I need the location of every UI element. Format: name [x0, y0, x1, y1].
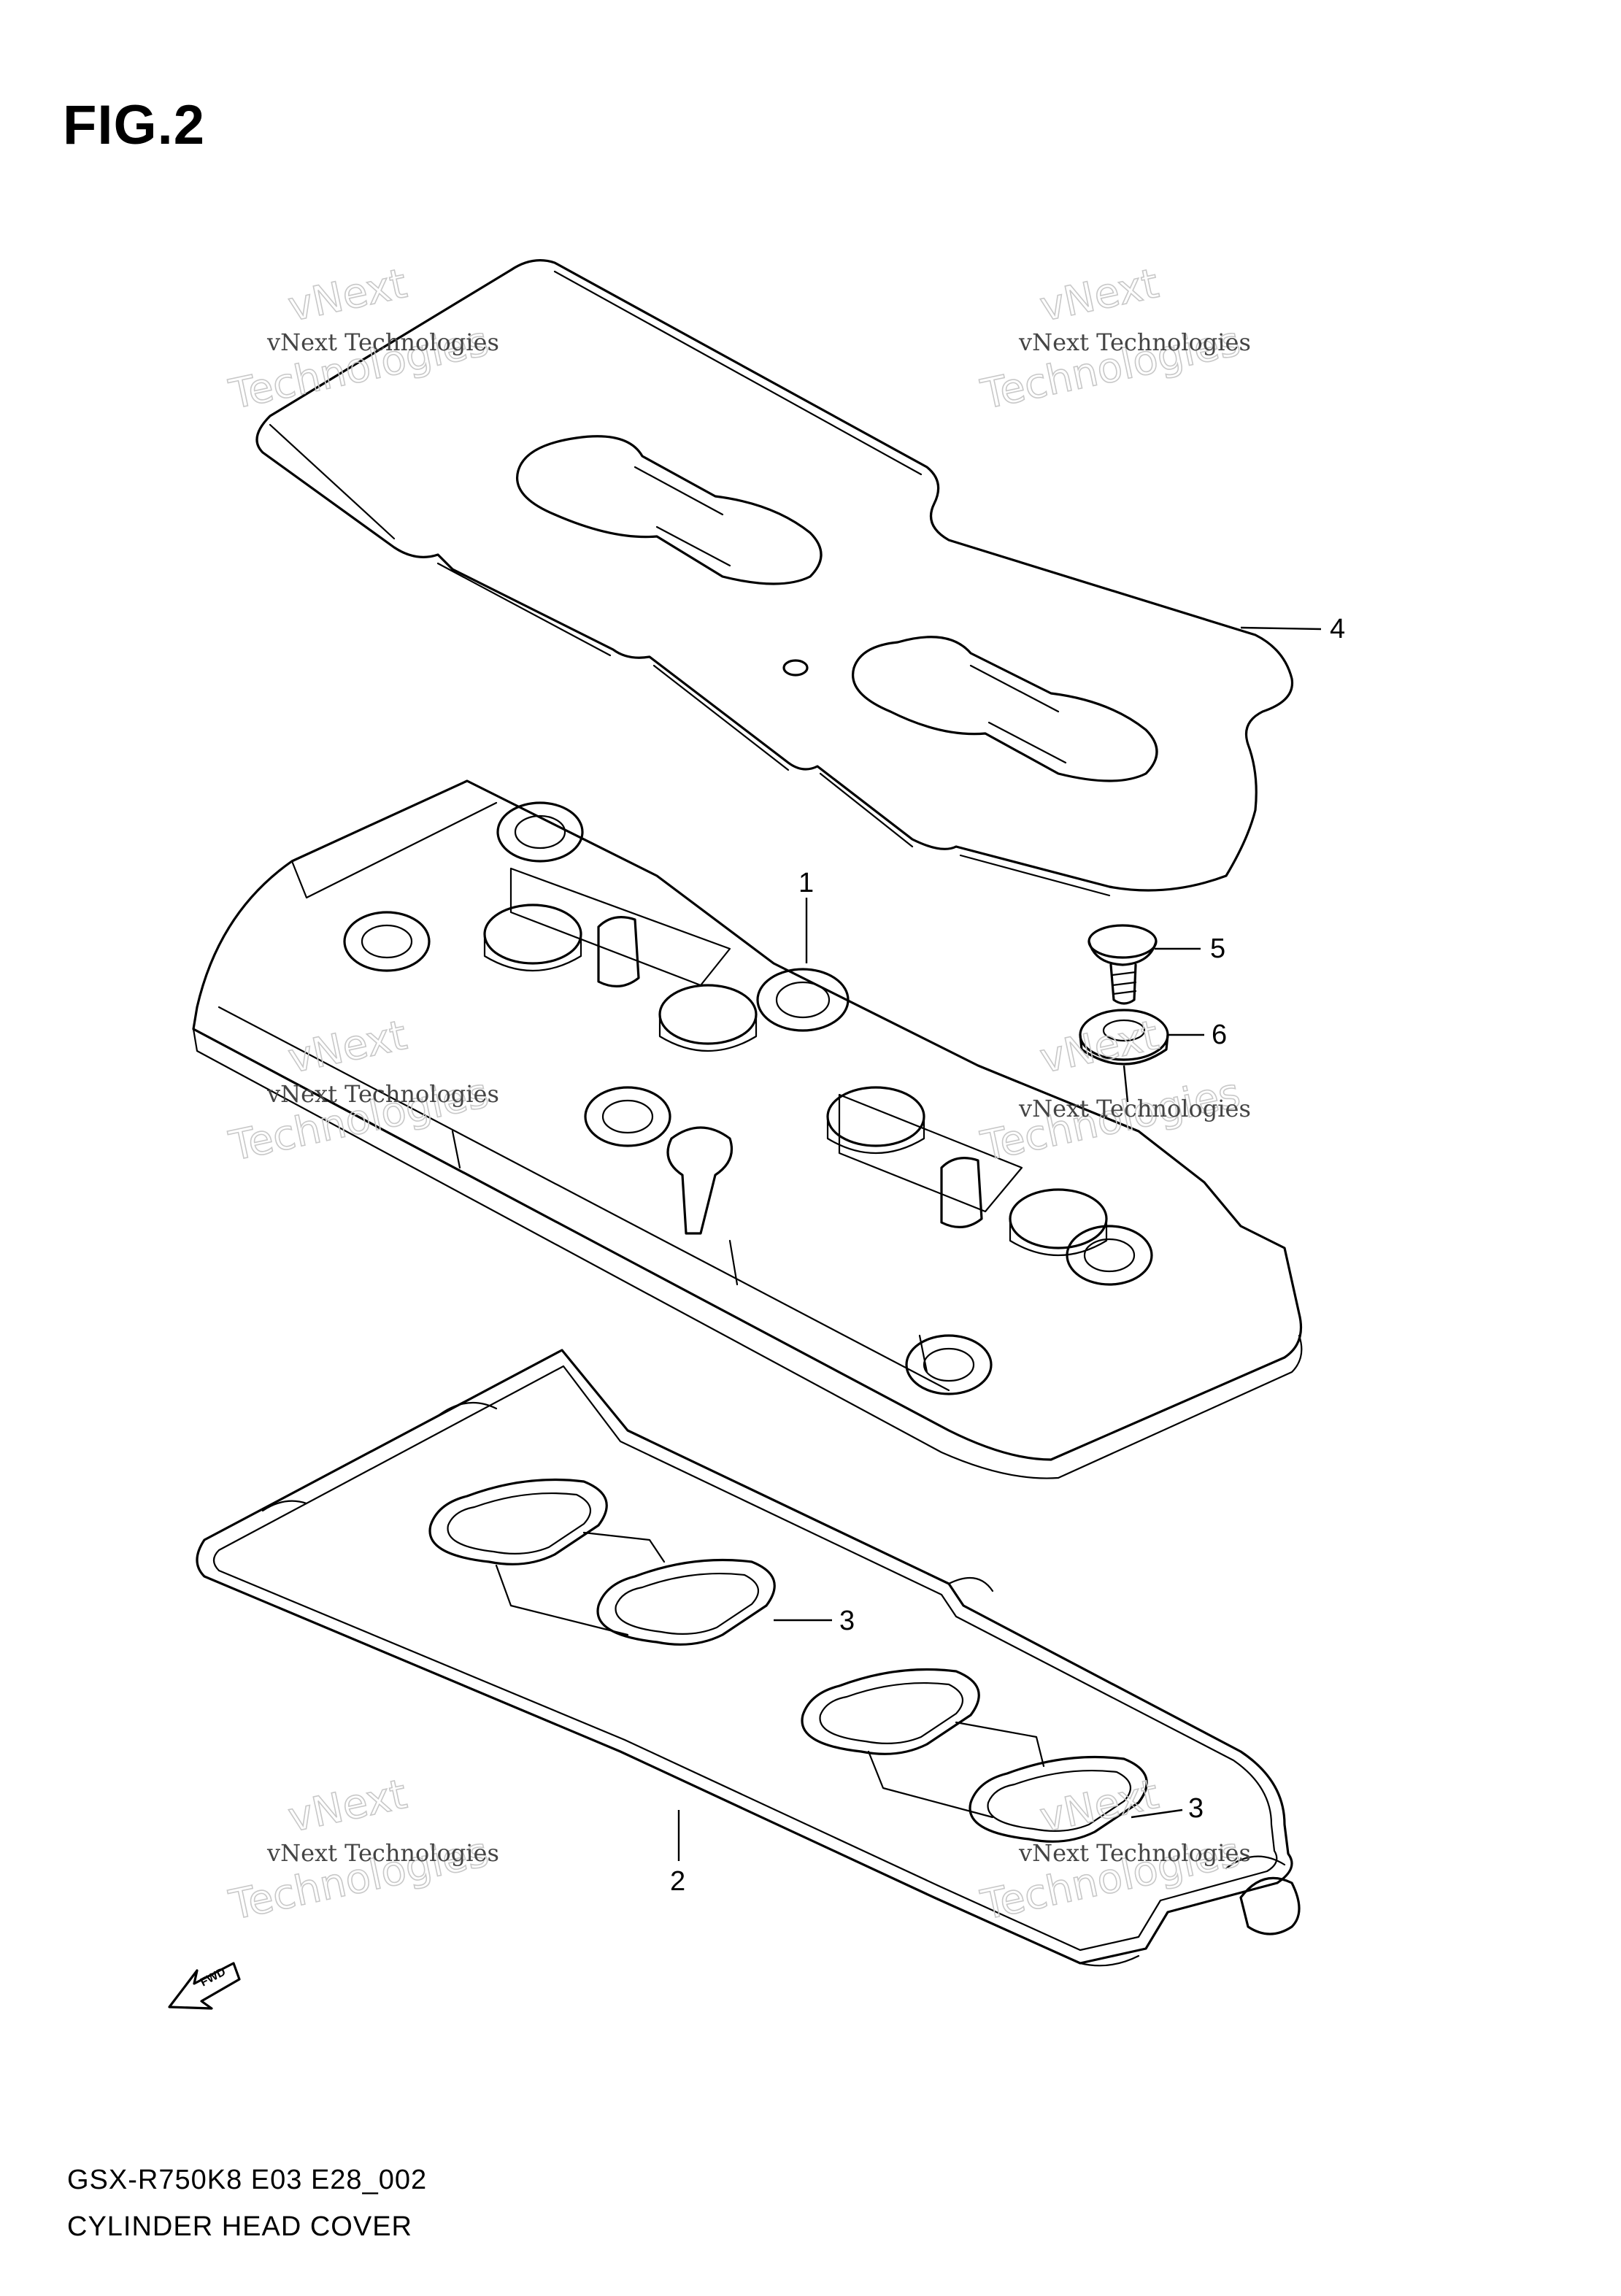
watermark-bottom-right: vNext Technologies vNext Technologies [977, 1770, 1251, 1930]
callout-4: 4 [1330, 614, 1345, 644]
leader-lines [677, 626, 1322, 1861]
svg-text:vNext: vNext [284, 1012, 411, 1083]
part-2-cover-gasket [196, 1349, 1301, 1967]
svg-text:vNext Technologies: vNext Technologies [266, 1080, 499, 1108]
part-3-plug-seals [428, 1478, 1148, 1843]
svg-text:vNext: vNext [284, 260, 411, 331]
part-1-head-cover [192, 779, 1303, 1479]
part-5-bolt [1087, 924, 1158, 1005]
callout-1: 1 [798, 868, 814, 898]
figure-title: FIG.2 [63, 94, 206, 156]
plug-bores [483, 904, 1108, 1256]
svg-text:vNext: vNext [1036, 1771, 1163, 1842]
svg-text:vNext Technologies: vNext Technologies [1018, 328, 1251, 356]
watermark-top-left: vNext Technologies vNext Technologies [225, 259, 499, 419]
callout-3-upper: 3 [839, 1606, 855, 1636]
svg-text:vNext Technologies: vNext Technologies [266, 1839, 499, 1867]
svg-text:vNext Technologies: vNext Technologies [1018, 1095, 1251, 1122]
callout-2: 2 [670, 1866, 685, 1897]
callout-5: 5 [1210, 933, 1225, 964]
svg-text:vNext Technologies: vNext Technologies [1018, 1839, 1251, 1867]
watermark-bottom-left: vNext Technologies vNext Technologies [225, 1770, 499, 1930]
part-4-gasket-plate [255, 259, 1294, 897]
fwd-label: FWD [199, 1965, 228, 1989]
callout-3-lower: 3 [1188, 1793, 1204, 1824]
svg-text:vNext Technologies: vNext Technologies [266, 328, 499, 356]
fwd-direction-arrow: FWD [168, 1962, 241, 2010]
diagram-name: CYLINDER HEAD COVER [67, 2211, 412, 2242]
svg-text:vNext: vNext [284, 1771, 411, 1842]
callout-6: 6 [1212, 1020, 1227, 1050]
svg-text:vNext: vNext [1036, 260, 1163, 331]
diagram-code: GSX-R750K8 E03 E28_002 [67, 2165, 428, 2195]
svg-text:vNext: vNext [1036, 1012, 1163, 1083]
watermark-top-right: vNext Technologies vNext Technologies [977, 259, 1251, 419]
watermark-mid-left: vNext Technologies vNext Technologies [225, 1011, 499, 1171]
watermark-mid-right: vNext Technologies vNext Technologies [977, 1011, 1251, 1171]
